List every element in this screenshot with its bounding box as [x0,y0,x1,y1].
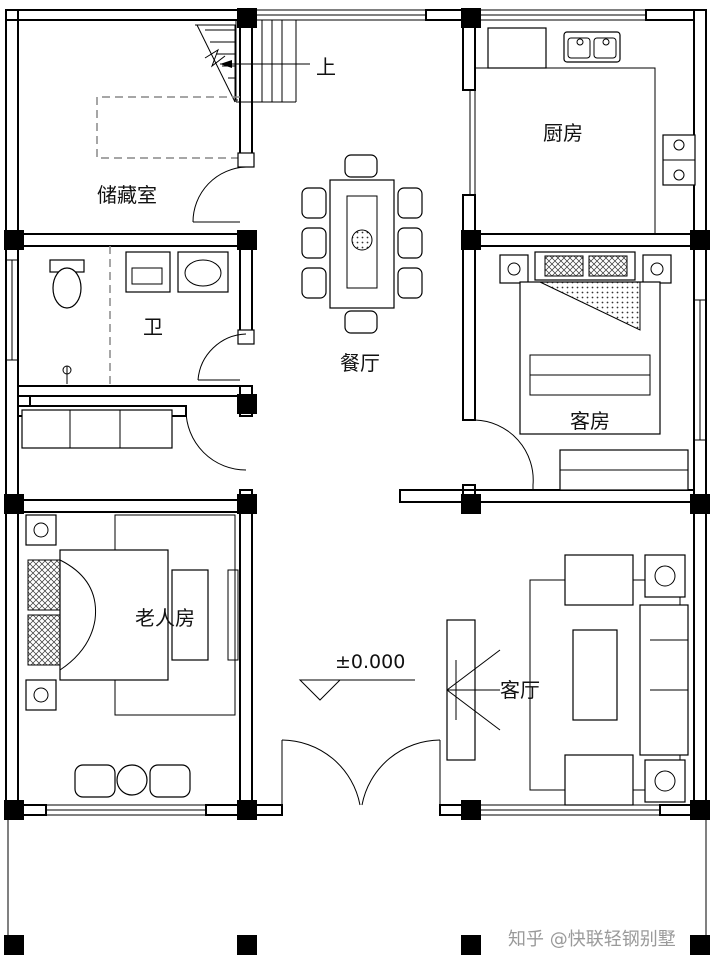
veranda-outline [7,815,707,945]
storage-door[interactable] [192,152,255,223]
room-label-elder-room: 老人房 [135,606,195,630]
bathroom-door[interactable] [197,329,255,381]
elder-room-furniture [21,409,239,798]
room-label-dining: 餐厅 [340,351,380,375]
dining-table [301,154,423,334]
entrance-door[interactable] [281,739,441,806]
guest-room-furniture [499,251,689,491]
guest-room-door[interactable] [474,419,534,490]
bathroom-fixtures [49,246,229,386]
elder-room-door[interactable] [185,409,247,471]
kitchen-fixtures [469,27,696,234]
under-stair-outline [96,96,240,159]
living-room-furniture [446,554,689,806]
room-label-storage: 储藏室 [97,183,157,207]
room-label-living-room: 客厅 [500,678,540,702]
stair-up-label: 上 [316,55,336,79]
room-label-bathroom: 卫 [143,315,163,339]
staircase: 上 [195,20,336,103]
structural-columns [4,8,710,955]
room-label-kitchen: 厨房 [543,121,583,145]
room-label-guest-room: 客房 [570,409,610,433]
level-mark-text: ±0.000 [335,651,405,673]
watermark-text: 知乎 @快联轻钢别墅 [508,929,676,950]
level-marker: ±0.000 [298,651,415,701]
